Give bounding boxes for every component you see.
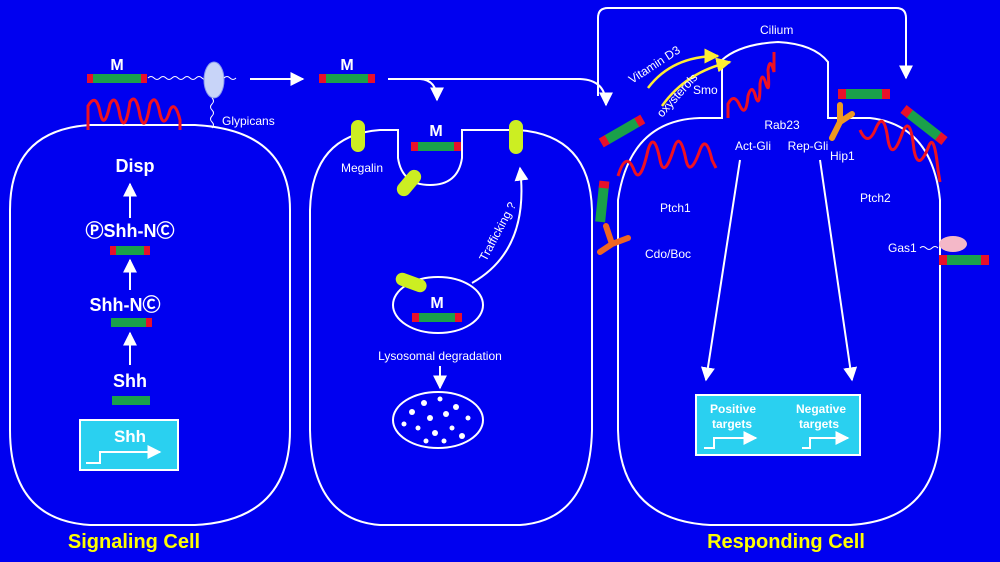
cdo-boc-ligand bbox=[595, 180, 610, 223]
cdo-boc-label: Cdo/Boc bbox=[645, 247, 691, 261]
membrane-ligand-label: M bbox=[110, 57, 123, 74]
membrane-ligand: M bbox=[87, 57, 147, 83]
free-ligand-label: M bbox=[340, 57, 353, 74]
middle-cell-membrane bbox=[309, 129, 593, 526]
megalin-receptor-left bbox=[351, 120, 365, 152]
vesicle-ligand-label: M bbox=[430, 295, 443, 312]
megalin-receptor-right bbox=[509, 120, 523, 154]
ptch1-ligand bbox=[598, 114, 646, 148]
trafficking-label: Trafficking ? bbox=[476, 199, 519, 263]
smo-label: Smo bbox=[693, 83, 718, 97]
disp-label: Disp bbox=[115, 156, 154, 176]
oxysterols-arrow bbox=[660, 57, 732, 107]
middle-cell: M Megalin M Trafficking ? M Lysosomal de… bbox=[250, 57, 613, 526]
glypicans-label: Glypicans bbox=[222, 114, 275, 128]
ptch1-receptor bbox=[616, 139, 718, 177]
shh-precursor bbox=[112, 396, 150, 405]
hip1-label: Hip1 bbox=[830, 149, 855, 163]
p-shh-nc-label: ⓅShh-NⒸ bbox=[86, 220, 175, 241]
negative-targets-label-line1: Negative bbox=[796, 402, 846, 416]
positive-targets-label-line2: targets bbox=[712, 417, 752, 431]
rep-gli-label: Rep-Gli bbox=[788, 139, 829, 153]
responding-cell: Cilium Vitamin D3 oxysterols Smo Rab23 A… bbox=[595, 7, 989, 553]
endocytic-ligand-label: M bbox=[429, 123, 442, 140]
shh-n-ligand bbox=[111, 318, 152, 327]
gas1-label: Gas1 bbox=[888, 241, 917, 255]
glypican: Glypicans bbox=[203, 61, 275, 129]
target-genes-box: Positive targets Negative targets bbox=[695, 394, 861, 456]
trafficking-arrow bbox=[471, 166, 529, 284]
act-gli-label: Act-Gli bbox=[735, 139, 771, 153]
shh-label: Shh bbox=[113, 371, 147, 391]
ptch2-label: Ptch2 bbox=[860, 191, 891, 205]
vesicle-ligand: M bbox=[412, 295, 462, 322]
rep-gli-arrow bbox=[819, 159, 858, 382]
ptch2-ligand bbox=[900, 105, 948, 145]
positive-targets-promoter-arrow bbox=[704, 431, 758, 449]
shh-gene-label: Shh bbox=[114, 427, 146, 446]
gas1-receptor bbox=[939, 236, 967, 252]
disp-receptor bbox=[86, 97, 182, 130]
act-gli-arrow bbox=[701, 159, 741, 382]
negative-targets-promoter-arrow bbox=[802, 431, 850, 449]
promoter-arrow bbox=[86, 445, 162, 464]
smo-receptor bbox=[726, 52, 776, 118]
megalin-label: Megalin bbox=[341, 161, 383, 175]
lysosomal-degradation-label: Lysosomal degradation bbox=[378, 349, 502, 363]
megalin-receptor-bound bbox=[396, 169, 422, 197]
signaling-cell: M Glypicans Disp ⓅShh-NⒸ Shh-NⒸ Shh bbox=[9, 57, 291, 553]
negative-targets-label-line2: targets bbox=[799, 417, 839, 431]
hip1-ligand bbox=[838, 89, 890, 99]
shh-nc-label: Shh-NⒸ bbox=[90, 294, 161, 315]
top-loop-arrow bbox=[597, 7, 913, 96]
cilium-label: Cilium bbox=[760, 23, 793, 37]
gas1-ligand bbox=[939, 255, 989, 265]
vitamin-d3-arrow bbox=[647, 48, 720, 89]
ptch1-label: Ptch1 bbox=[660, 201, 691, 215]
shh-gene-box: Shh bbox=[79, 419, 179, 471]
responding-cell-membrane bbox=[617, 40, 941, 526]
cdo-boc-receptor bbox=[597, 223, 631, 255]
hip1-receptor bbox=[829, 102, 855, 141]
rab23-label: Rab23 bbox=[764, 118, 800, 132]
positive-targets-label-line1: Positive bbox=[710, 402, 756, 416]
endosome-vesicle bbox=[392, 276, 484, 334]
endocytic-ligand: M bbox=[411, 123, 461, 151]
responding-cell-caption: Responding Cell bbox=[707, 531, 865, 553]
signaling-cell-caption: Signaling Cell bbox=[68, 531, 200, 553]
shh-nc-ligand bbox=[110, 246, 150, 255]
lysosome bbox=[392, 391, 484, 449]
ptch2-receptor bbox=[858, 119, 942, 183]
megalin-in-vesicle bbox=[395, 272, 427, 293]
signaling-cell-membrane bbox=[9, 124, 291, 526]
free-ligand: M bbox=[319, 57, 375, 83]
